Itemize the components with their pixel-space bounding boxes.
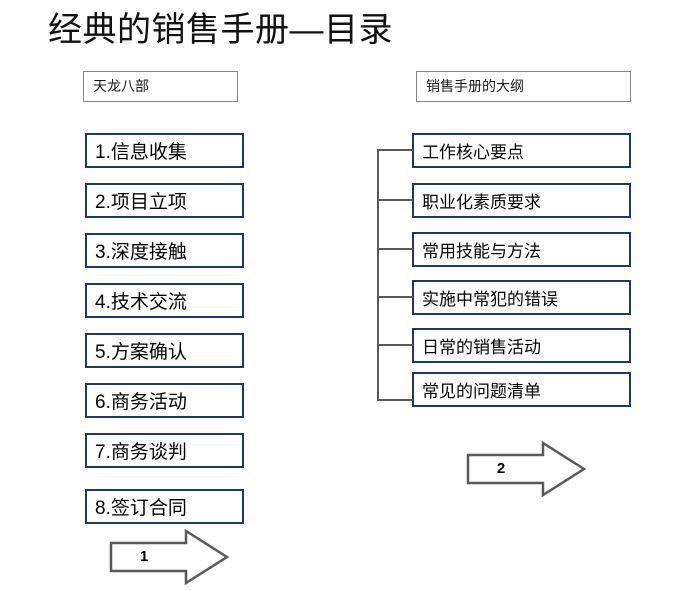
left-item-label-8: 8.签订合同 [95,498,187,519]
right-item-box-2[interactable]: 职业化素质要求 [412,183,631,218]
right-column-header-box[interactable]: 销售手册的大纲 [416,71,631,102]
bracket-connector-icon [377,149,413,401]
right-item-box-4[interactable]: 实施中常犯的错误 [412,280,631,315]
right-item-label-6: 常见的问题清单 [422,382,541,401]
left-item-label-5: 5.方案确认 [95,342,187,363]
left-item-label-7: 7.商务谈判 [95,442,187,463]
right-item-label-3: 常用技能与方法 [422,242,541,261]
left-item-box-2[interactable]: 2.项目立项 [85,183,244,218]
left-item-box-4[interactable]: 4.技术交流 [85,283,244,318]
left-column-header-box[interactable]: 天龙八部 [83,71,238,102]
right-arrow-1-icon[interactable] [108,528,230,586]
right-item-label-1: 工作核心要点 [422,143,524,162]
left-item-box-8[interactable]: 8.签订合同 [85,489,244,524]
right-item-box-1[interactable]: 工作核心要点 [412,133,631,168]
left-item-box-5[interactable]: 5.方案确认 [85,333,244,368]
right-arrow-2-icon[interactable] [465,440,587,498]
right-arrow-1-label: 1 [139,548,149,565]
right-item-label-4: 实施中常犯的错误 [422,290,558,309]
left-item-label-2: 2.项目立项 [95,192,187,213]
right-item-box-5[interactable]: 日常的销售活动 [412,328,631,363]
left-item-label-6: 6.商务活动 [95,392,187,413]
left-item-box-6[interactable]: 6.商务活动 [85,383,244,418]
right-item-box-6[interactable]: 常见的问题清单 [412,372,631,407]
left-item-box-7[interactable]: 7.商务谈判 [85,433,244,468]
left-item-box-1[interactable]: 1.信息收集 [85,133,244,168]
left-item-label-3: 3.深度接触 [95,242,187,263]
right-column-header-label: 销售手册的大纲 [426,77,524,94]
left-item-label-1: 1.信息收集 [95,142,187,163]
right-item-label-5: 日常的销售活动 [422,338,541,357]
right-arrow-2-label: 2 [496,460,506,477]
left-item-box-3[interactable]: 3.深度接触 [85,233,244,268]
right-item-label-2: 职业化素质要求 [422,193,541,212]
left-column-header-label: 天龙八部 [93,77,149,94]
right-item-box-3[interactable]: 常用技能与方法 [412,232,631,267]
left-item-label-4: 4.技术交流 [95,292,187,313]
page-title: 经典的销售手册—目录 [48,11,393,49]
